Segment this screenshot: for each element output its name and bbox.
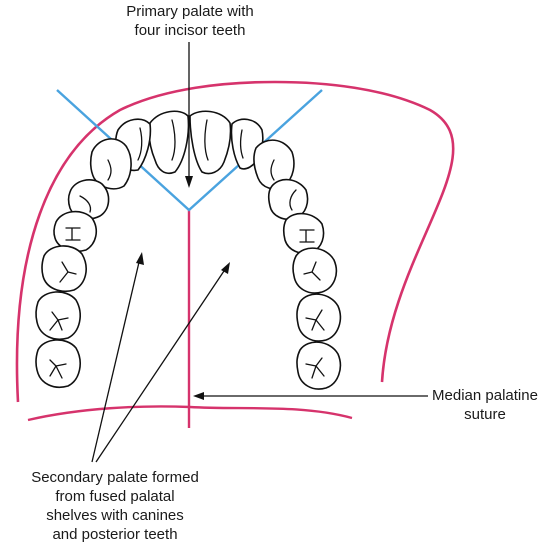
premolar-tooth	[282, 212, 325, 255]
secondary-palate-label-line: and posterior teeth	[52, 526, 178, 543]
secondary-palate-label: Secondary palate formed from fused palat…	[0, 468, 230, 544]
median-suture-label: Median palatine suture	[420, 386, 550, 424]
primary-palate-boundary	[56, 89, 323, 212]
callout-arrows	[91, 42, 428, 463]
secondary-palate-arrowhead-right	[221, 262, 230, 274]
molar-tooth	[296, 293, 342, 342]
molar-tooth	[292, 247, 338, 294]
premolar-tooth	[53, 210, 98, 253]
primary-palate-label: Primary palate with four incisor teeth	[100, 2, 280, 40]
secondary-palate-arrow-right	[95, 267, 227, 463]
molar-tooth	[35, 339, 81, 388]
molar-tooth	[35, 291, 81, 340]
maxilla-outline-right	[388, 110, 442, 300]
canine-teeth	[89, 138, 295, 190]
secondary-palate-arrow-left	[91, 257, 141, 463]
median-suture-label-line: Median palatine	[432, 387, 538, 404]
median-suture-label-line: suture	[464, 406, 506, 423]
secondary-palate-label-line: Secondary palate formed	[31, 469, 199, 486]
incisor-tooth	[148, 110, 190, 175]
molar-tooth	[41, 245, 87, 292]
primary-palate-arrowhead	[185, 176, 193, 188]
secondary-palate-label-line: from fused palatal	[55, 488, 175, 505]
canine-tooth	[89, 138, 132, 190]
median-suture-arrowhead	[193, 392, 204, 400]
premolar-tooth	[67, 179, 110, 220]
posterior-teeth-left	[35, 179, 110, 388]
posterior-teeth-right	[267, 178, 342, 390]
secondary-palate-label-line: shelves with canines	[46, 507, 184, 524]
molar-tooth	[296, 341, 342, 390]
incisor-tooth	[189, 110, 232, 175]
primary-palate-label-line: Primary palate with	[126, 3, 254, 20]
maxilla-outline	[15, 80, 455, 403]
tooth-grooves	[49, 119, 325, 379]
secondary-palate-arrowhead-left	[136, 252, 144, 265]
primary-palate-label-line: four incisor teeth	[134, 22, 246, 39]
